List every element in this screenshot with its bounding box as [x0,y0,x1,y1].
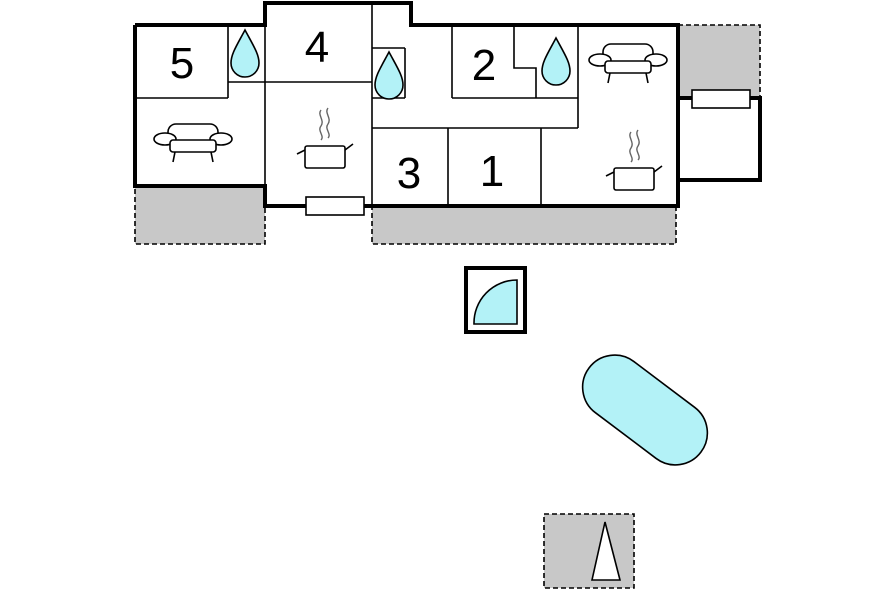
room-5-label: 5 [170,39,194,88]
inner-walls [135,3,579,206]
room-1-label: 1 [480,147,504,196]
water-drop-icon [374,50,404,100]
window-annex [691,89,751,109]
window-bottom [305,196,365,216]
terrace-right [677,24,761,99]
water-drop-icon [541,36,571,86]
water-drop-icon [230,28,260,78]
kitchen-pot-icon [296,107,354,169]
sofa-icon [153,123,233,163]
tent-icon [591,521,622,581]
shower-icon [464,266,527,334]
kitchen-pot-icon [605,129,663,191]
room-2-label: 2 [472,41,496,90]
pool-icon [581,354,709,466]
terrace-bottom [371,205,677,245]
annex-right-wall [678,96,762,182]
room-3-label: 3 [397,149,421,198]
terrace-left [134,185,266,245]
sofa-icon [588,43,668,84]
terrace-tent-area [543,513,635,589]
room-4-label: 4 [305,23,329,72]
